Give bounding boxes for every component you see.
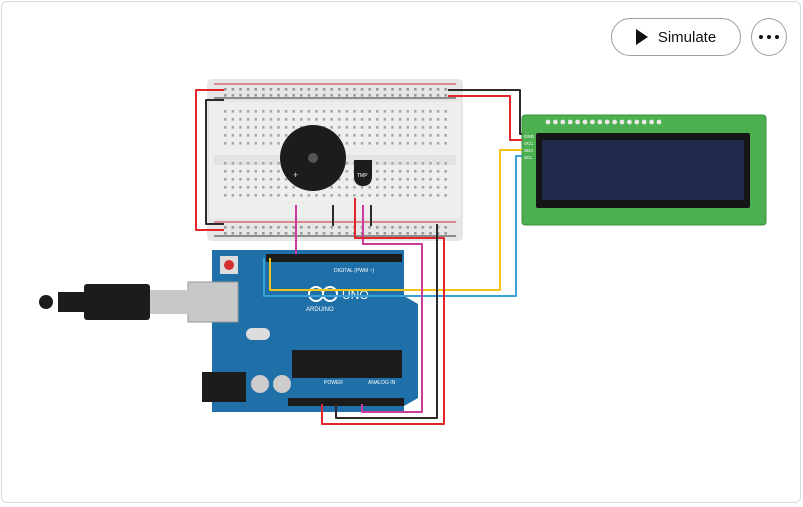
digital-pins-label: DIGITAL (PWM ~): [334, 268, 374, 274]
temperature-sensor[interactable]: TMP: [354, 160, 372, 186]
piezo-buzzer[interactable]: +: [280, 125, 346, 191]
wire-red-rail: [195, 89, 224, 231]
lcd-pin-scl: SCL: [524, 155, 533, 160]
wire-black-rail: [205, 99, 224, 225]
wire-black-lcd: [448, 89, 522, 135]
arduino-uno-board[interactable]: UNO ARDUINO DIGITAL (PWM ~) POWER ANALOG…: [187, 250, 418, 412]
wire-yellow-sda: [269, 149, 522, 291]
analog-pins-label: ANALOG IN: [368, 380, 396, 386]
simulate-button[interactable]: Simulate: [611, 18, 741, 56]
wire-black-ground: [335, 224, 438, 419]
usb-cable: [39, 284, 190, 320]
simulate-button-label: Simulate: [657, 28, 717, 46]
lcd-pin-sda: SDA: [524, 148, 533, 153]
power-pins-label: POWER: [324, 380, 343, 386]
ellipsis-icon[interactable]: [751, 18, 787, 56]
wire-red-lcd: [448, 95, 522, 141]
lcd-pin-gnd: GND: [524, 134, 535, 139]
play-icon: [635, 29, 648, 45]
sensor-label: TMP: [357, 173, 368, 179]
wire-blue-scl: [263, 155, 522, 297]
lcd-display[interactable]: GND VCC SDA SCL: [521, 114, 767, 226]
wire-red-power: [321, 198, 445, 425]
board-brand-label: ARDUINO: [306, 307, 334, 313]
lcd-pin-vcc: VCC: [524, 141, 534, 146]
buzzer-plus-label: +: [293, 170, 298, 180]
lcd-header-pads: [545, 119, 662, 125]
wires: [195, 89, 522, 425]
